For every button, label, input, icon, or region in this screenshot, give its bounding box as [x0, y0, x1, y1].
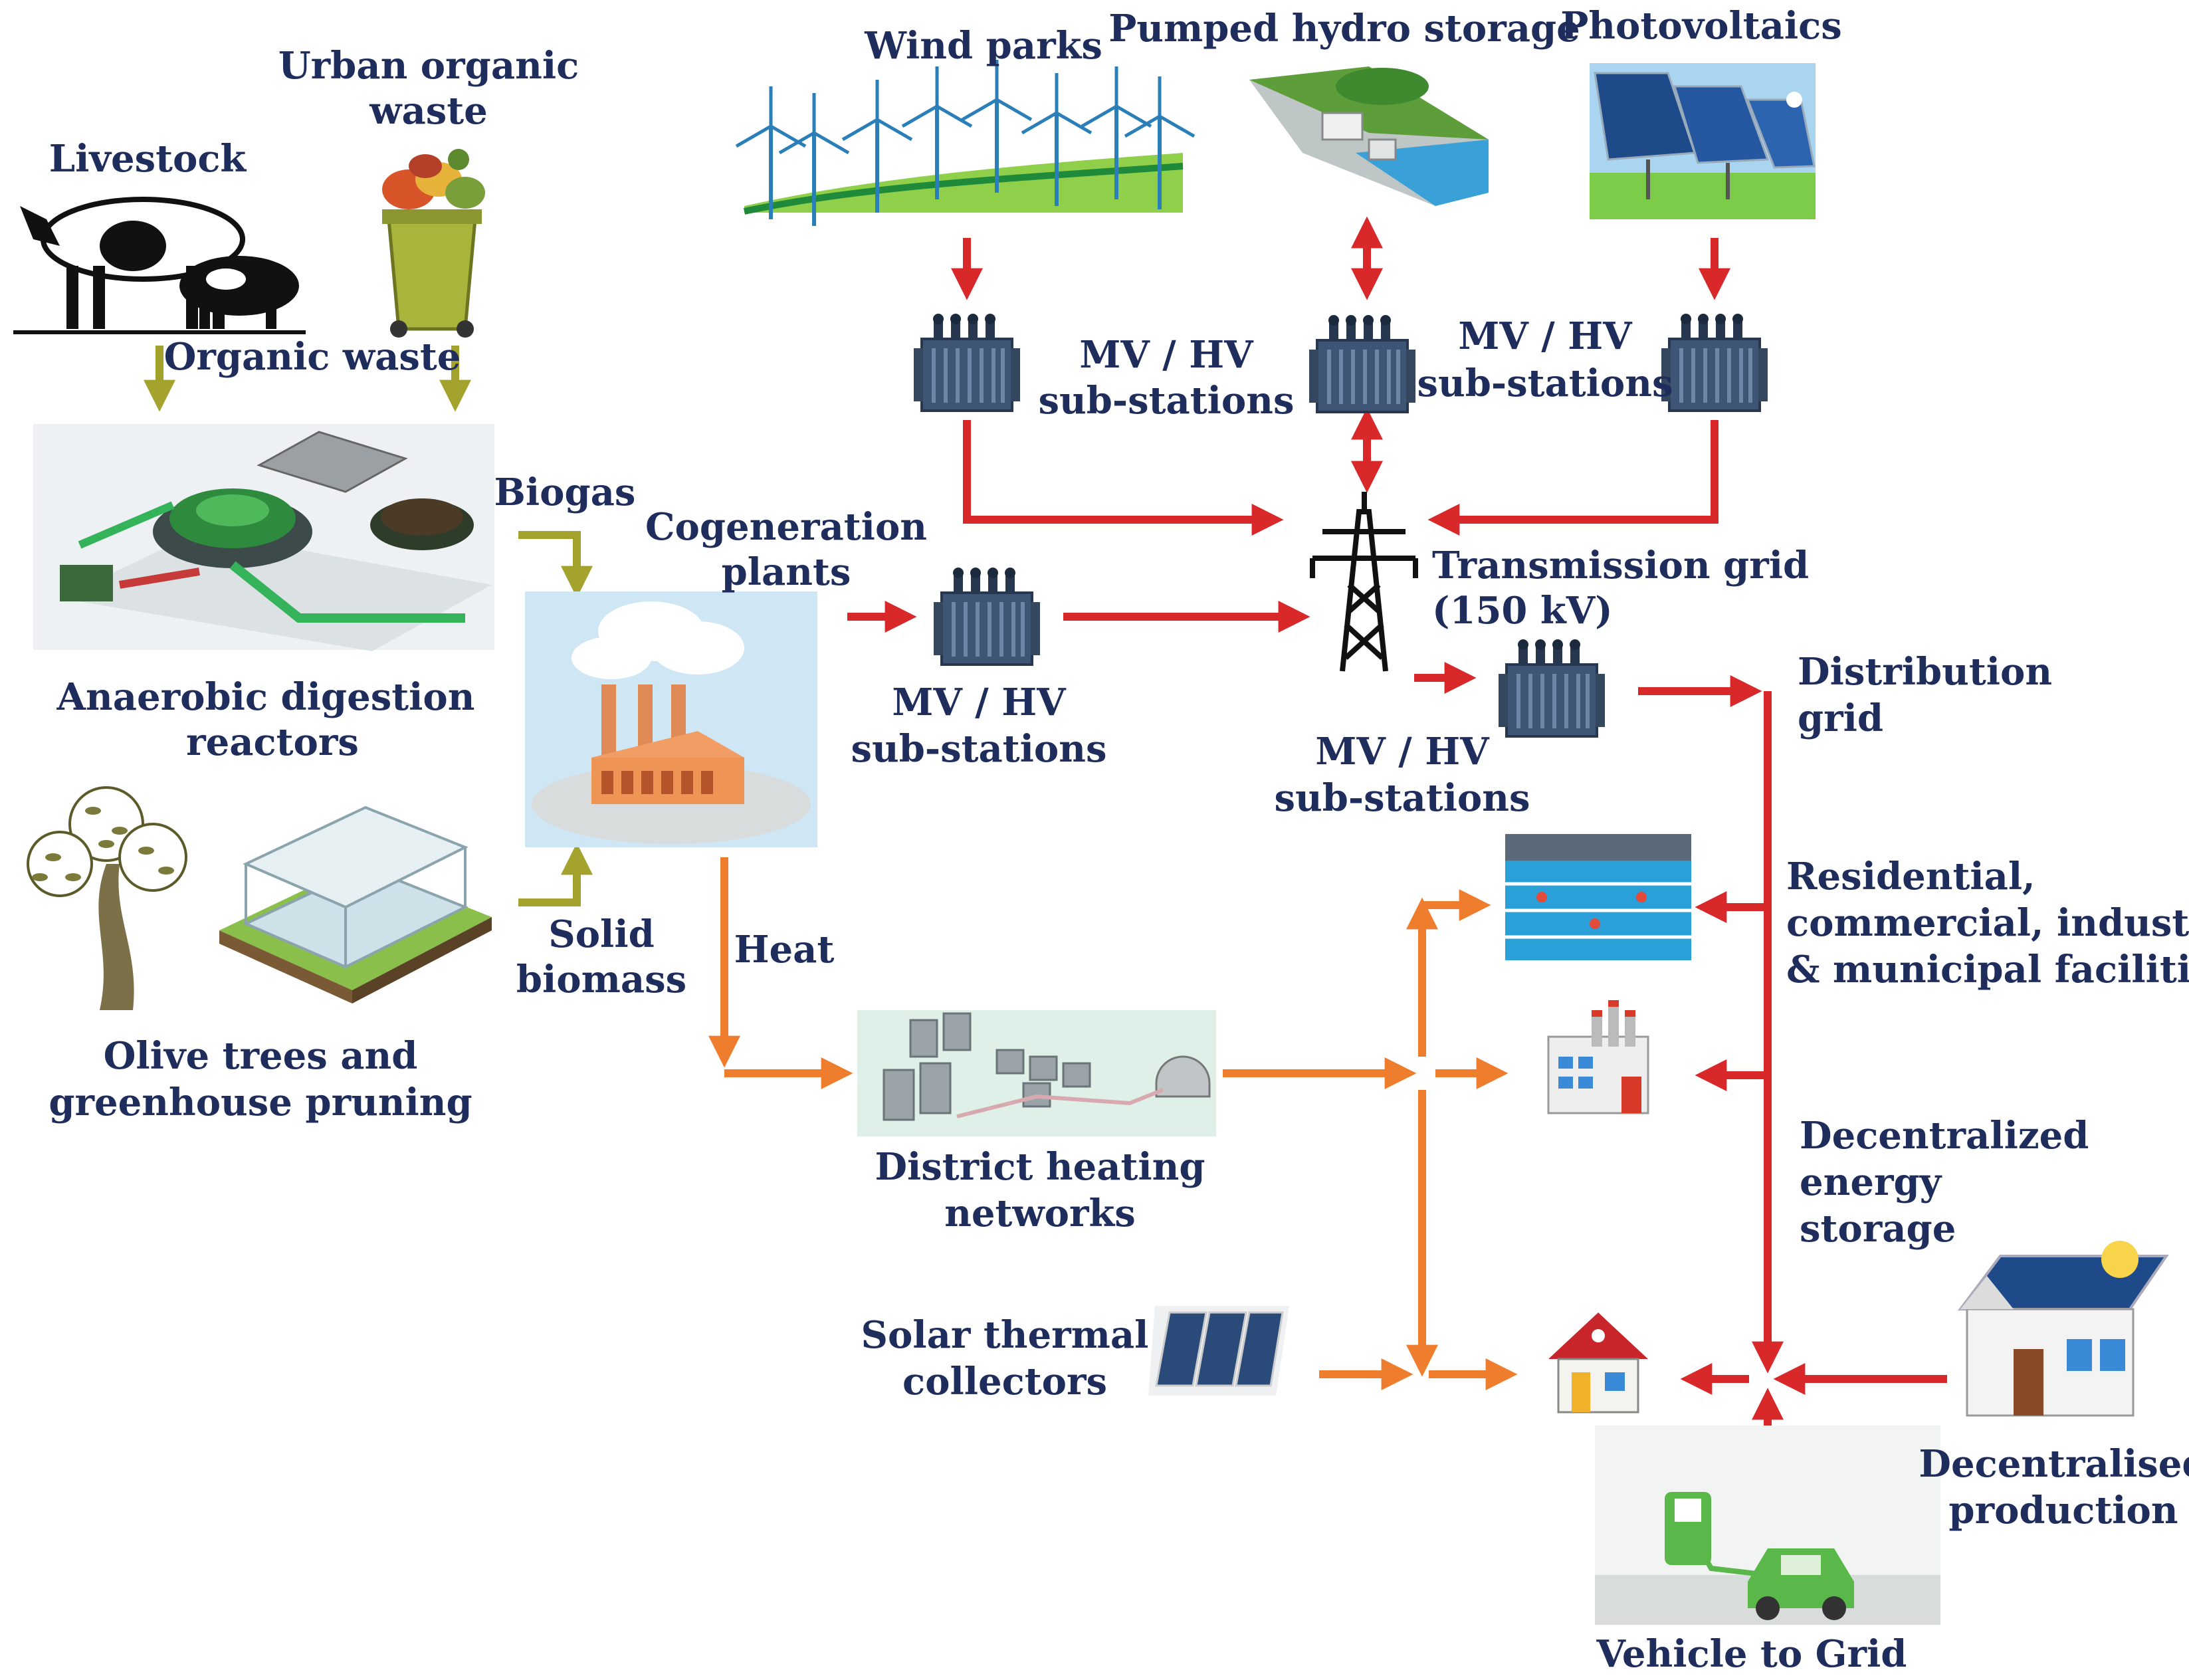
label-v2g: Vehicle to Grid	[1596, 1632, 1907, 1676]
label-solid-biomass-2: biomass	[516, 958, 686, 1001]
label-organic-waste: Organic waste	[164, 335, 461, 379]
label-sub-top-left-2: sub-stations	[1038, 379, 1294, 423]
label-urban-waste-2: waste	[369, 89, 488, 133]
label-sub-cogen-2: sub-stations	[851, 727, 1106, 771]
heat-flows	[708, 857, 1518, 1390]
label-solar-thermal-1: Solar thermal	[861, 1313, 1149, 1357]
label-solid-biomass-1: Solid	[548, 912, 655, 956]
label-heat: Heat	[734, 928, 835, 972]
label-district-1: District heating	[875, 1145, 1205, 1189]
label-facilities-1: Residential,	[1786, 855, 2035, 898]
label-decentral-production-2: production	[1948, 1489, 2178, 1532]
label-pumped-hydro: Pumped hydro storage	[1108, 7, 1580, 51]
label-decentral-production-1: Decentralised	[1919, 1442, 2189, 1486]
label-decentral-storage-3: storage	[1800, 1207, 1956, 1251]
biomass-flows	[144, 346, 593, 906]
label-sub-cogen-1: MV / HV	[892, 681, 1067, 724]
pylon-icon	[1310, 492, 1418, 672]
solar-panels-icon	[1590, 63, 1816, 219]
label-sub-top-left-1: MV / HV	[1079, 333, 1254, 377]
solar-thermal-collector-icon	[1148, 1306, 1289, 1396]
swimming-pool-icon	[1505, 834, 1691, 960]
livestock-icon	[13, 197, 306, 334]
label-sub-top-right-2: sub-stations	[1417, 362, 1673, 405]
label-transmission-1: Transmission grid	[1432, 544, 1809, 587]
label-anaerobic-2: reactors	[186, 720, 359, 764]
label-olive-1: Olive trees and	[104, 1034, 418, 1078]
label-sub-top-right-1: MV / HV	[1458, 314, 1633, 358]
ev-charger-icon	[1595, 1425, 1940, 1625]
label-district-2: networks	[944, 1192, 1136, 1235]
label-solar-thermal-2: collectors	[902, 1360, 1107, 1404]
label-distribution-2: grid	[1798, 696, 1883, 740]
label-biogas: Biogas	[494, 471, 636, 514]
label-decentral-storage-1: Decentralized	[1800, 1114, 2089, 1158]
label-wind: Wind parks	[864, 24, 1102, 68]
greenhouse-icon	[219, 805, 492, 1003]
label-transmission-2: (150 kV)	[1432, 589, 1613, 633]
label-facilities-2: commercial, industrial	[1786, 901, 2189, 945]
label-urban-waste-1: Urban organic	[278, 44, 579, 88]
label-olive-2: greenhouse pruning	[49, 1081, 472, 1124]
cogeneration-factory-icon	[525, 591, 817, 847]
factory-icon	[1547, 1000, 1649, 1114]
electric-flows	[847, 216, 1947, 1515]
label-distribution-1: Distribution	[1798, 650, 2052, 694]
label-livestock: Livestock	[49, 137, 247, 181]
biogas-plant-icon	[33, 424, 494, 651]
label-cogeneration-2: plants	[722, 550, 851, 594]
label-photovoltaics: Photovoltaics	[1560, 4, 1842, 48]
house-icon	[1548, 1312, 1648, 1414]
labels-production: Decentralised production	[1919, 1442, 2189, 1532]
label-facilities-3: & municipal facilities	[1786, 948, 2189, 992]
label-anaerobic-1: Anaerobic digestion	[56, 675, 475, 719]
solar-house-icon	[1958, 1241, 2169, 1417]
district-heating-icon	[857, 1010, 1216, 1136]
label-cogeneration-1: Cogeneration	[645, 505, 927, 549]
label-sub-dist-2: sub-stations	[1274, 776, 1530, 820]
label-sub-dist-1: MV / HV	[1315, 730, 1490, 774]
label-decentral-storage-2: energy	[1800, 1160, 1942, 1204]
wind-turbines-icon	[736, 60, 1194, 226]
labels-left-aligned: Transmission grid (150 kV) Distribution …	[1432, 544, 2189, 1251]
labels: Livestock Urban organic waste Organic wa…	[49, 4, 1907, 1676]
pumped-hydro-icon	[1249, 66, 1489, 206]
organic-bin-icon	[382, 149, 485, 338]
olive-tree-icon	[27, 786, 187, 1010]
